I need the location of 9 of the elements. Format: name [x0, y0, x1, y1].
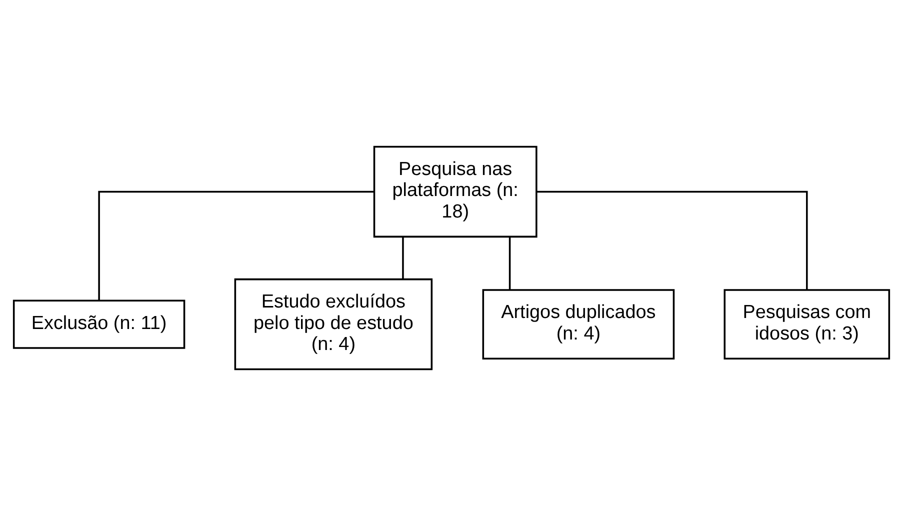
node-box: Artigos duplicados (n: 4)	[482, 288, 674, 359]
connector	[98, 190, 374, 300]
node-box: Estudo excluídos pelo tipo de estudo (n: 4)	[234, 278, 432, 370]
node-box: Pesquisa nas plataformas (n: 18)	[372, 145, 537, 238]
node-box: Exclusão (n: 11)	[12, 299, 185, 348]
connector	[508, 236, 510, 290]
connector	[536, 190, 808, 290]
connector	[402, 236, 404, 279]
node-box: Pesquisas com idosos (n: 3)	[723, 288, 890, 359]
